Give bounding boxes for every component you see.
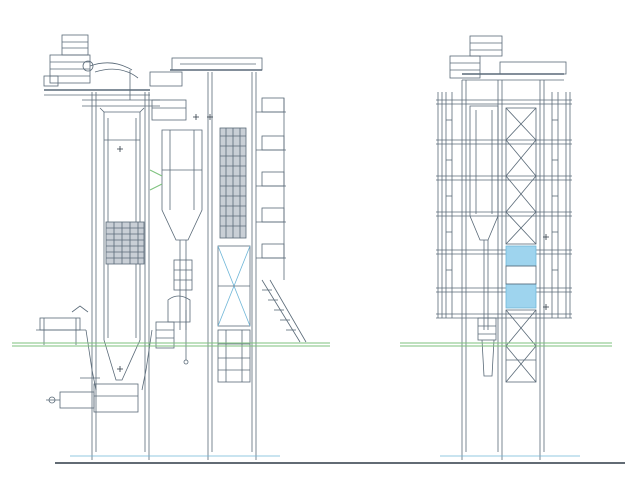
side-elevation-view xyxy=(12,34,330,452)
highlight-section-upper xyxy=(505,245,537,267)
highlight-section-lower xyxy=(505,283,537,309)
furnace-bottom xyxy=(36,305,153,413)
foundation xyxy=(70,452,580,460)
front-columns xyxy=(437,80,571,452)
front-back-pass xyxy=(505,107,537,383)
furnace-panel xyxy=(105,221,145,265)
front-roof xyxy=(449,35,567,81)
cyclone-left xyxy=(151,99,203,365)
roof-platform xyxy=(43,34,150,100)
front-elevation-view xyxy=(400,35,612,452)
ground-lines-left xyxy=(12,169,330,347)
ground-lines-right xyxy=(400,342,612,347)
back-pass xyxy=(149,57,263,452)
nozzles xyxy=(117,114,213,372)
front-markers xyxy=(543,234,549,310)
front-ladders xyxy=(445,92,559,318)
side-platforms xyxy=(256,97,307,343)
cyclone-right xyxy=(469,105,499,377)
front-floors xyxy=(436,99,572,319)
furnace-columns xyxy=(82,92,160,452)
